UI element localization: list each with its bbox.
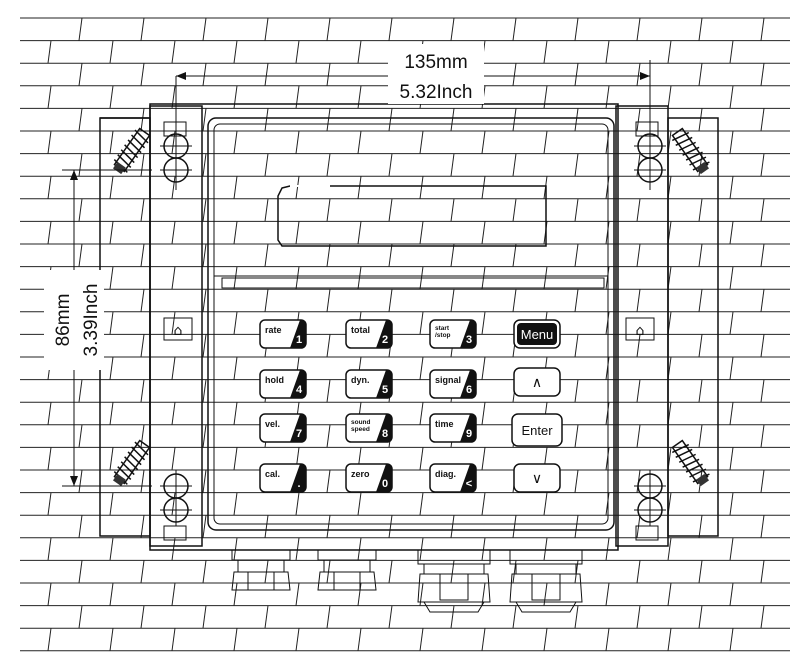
keypad-key-label: /stop [435,332,451,339]
bell-icon: ⌂ [636,323,645,339]
keypad-key-digit: . [297,478,300,490]
cable-gland-4 [509,549,583,613]
keypad-key-9[interactable]: time 9 [429,413,477,443]
lcd-display [277,185,547,247]
keypad-key-1[interactable]: rate 1 [259,319,307,349]
cable-gland-2 [317,549,377,591]
keypad-key-digit: 0 [382,478,388,490]
keypad-key-label: hold [265,375,284,385]
keypad-key-label: start [435,325,450,332]
keypad-key-digit: 3 [466,334,472,346]
keypad-key-digit: 2 [382,334,388,346]
keypad-key-digit: < [466,478,472,490]
width-inch-label: 5.32Inch [400,82,473,103]
keypad-key-6[interactable]: signal 6 [429,369,477,399]
keypad-key-10[interactable]: cal.. [259,463,307,493]
keypad-key-2[interactable]: total 2 [345,319,393,349]
keypad-key-label: zero [351,469,370,479]
keypad-key-label: signal [435,375,461,385]
cable-gland-3 [417,549,491,613]
width-mm-label: 135mm [404,52,467,73]
keypad-key-label: dyn. [351,375,370,385]
keypad-key-label: total [351,325,370,335]
enter-button-label: Enter [521,423,553,438]
height-dimension: 86mm 3.39Inch [44,169,152,487]
keypad-key-label: cal. [265,469,280,479]
up-arrow-icon: ∧ [532,375,542,391]
menu-button[interactable]: Menu [513,319,561,349]
keypad: rate 1 total 2 start/stop 3 hold 4 dyn. 5 signal 6 v… [259,319,563,493]
down-arrow-button[interactable]: ∨ [513,463,561,493]
right-mounting-bracket: ⌂ [615,105,719,547]
keypad-key-label: sound [351,419,371,426]
keypad-key-label: rate [265,325,282,335]
brick-wall-background [20,17,790,652]
height-inch-label: 3.39Inch [81,284,102,357]
cable-glands [231,549,583,613]
bell-icon: ⌂ [174,323,183,339]
keypad-key-4[interactable]: hold 4 [259,369,307,399]
up-arrow-button[interactable]: ∧ [513,367,561,397]
keypad-key-digit: 9 [466,428,472,440]
width-dimension: 135mm 5.32Inch [175,44,651,190]
keypad-key-label: vel. [265,419,280,429]
enter-button[interactable]: Enter [511,413,563,447]
keypad-key-digit: 4 [296,384,303,396]
keyhole-mount [634,494,666,526]
keypad-key-7[interactable]: vel. 7 [259,413,307,443]
cable-gland-1 [231,549,291,591]
keypad-key-11[interactable]: zero 0 [345,463,393,493]
wall-anchor-screw [112,439,151,487]
keypad-key-digit: 5 [382,384,388,396]
keyhole-mount [160,494,192,526]
keypad-key-label: time [435,419,454,429]
keypad-key-12[interactable]: diag. < [429,463,477,493]
height-mm-label: 86mm [53,294,74,347]
down-arrow-icon: ∨ [532,471,542,487]
keypad-key-3[interactable]: start/stop 3 [429,319,477,349]
keypad-key-label: speed [351,426,370,433]
keypad-key-digit: 7 [296,428,302,440]
keypad-key-digit: 8 [382,428,388,440]
wall-anchor-screw [112,127,151,175]
device-housing [149,103,619,551]
keypad-key-digit: 6 [466,384,472,396]
wall-anchor-screw [671,439,710,487]
wall-anchor-screw [671,127,710,175]
keypad-key-5[interactable]: dyn. 5 [345,369,393,399]
keypad-key-digit: 1 [296,334,302,346]
menu-button-label: Menu [521,327,554,342]
keypad-key-label: diag. [435,469,456,479]
